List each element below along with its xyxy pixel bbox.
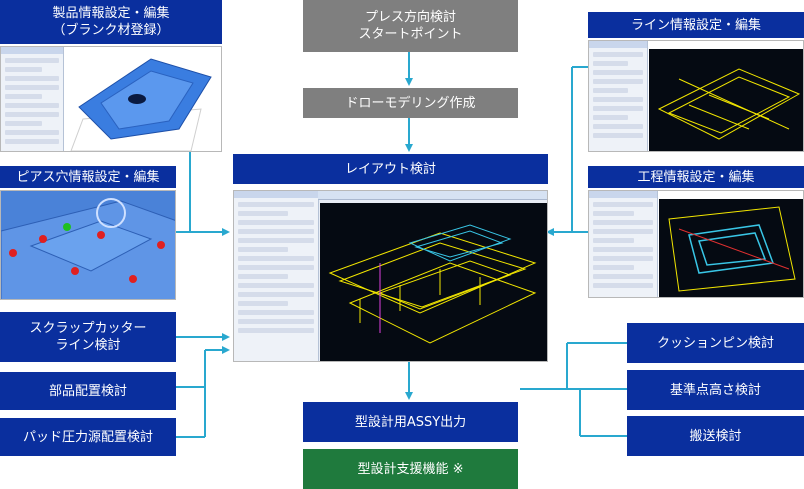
box-parts-layout: 部品配置検討 — [0, 372, 176, 410]
box-pierce-info: ピアス穴情報設定・編集 — [0, 166, 176, 188]
box-draw-modeling: ドローモデリング作成 — [303, 88, 518, 118]
cad-viewport — [320, 203, 547, 361]
box-transfer: 搬送検討 — [627, 416, 804, 456]
box-ref-height: 基準点高さ検討 — [627, 370, 804, 410]
line-settings-panel — [589, 41, 648, 151]
screenshot-process-info — [588, 190, 804, 298]
line-viewport — [649, 49, 803, 151]
box-cushion-pin: クッションピン検討 — [627, 323, 804, 363]
process-settings-panel — [589, 191, 658, 297]
box-product-info: 製品情報設定・編集 （ブランク材登録） — [0, 0, 222, 44]
screenshot-product-info — [0, 46, 222, 152]
layout-settings-panel — [234, 191, 319, 361]
cad-window-titlebar — [318, 191, 547, 200]
box-press-start: プレス方向検討 スタートポイント — [303, 0, 518, 52]
screenshot-line-info — [588, 40, 804, 152]
box-assy-output: 型設計用ASSY出力 — [303, 402, 518, 442]
box-pad-pressure: パッド圧力源配置検討 — [0, 418, 176, 456]
box-layout-study: レイアウト検討 — [233, 154, 548, 184]
blank-model-render — [70, 58, 212, 151]
box-design-support: 型設計支援機能 ※ — [303, 449, 518, 489]
settings-panel — [1, 47, 64, 151]
process-viewport — [659, 199, 803, 297]
box-process-info: 工程情報設定・編集 — [588, 166, 804, 188]
box-scrap-cutter: スクラップカッター ライン検討 — [0, 312, 176, 362]
screenshot-layout — [233, 190, 548, 362]
screenshot-pierce-info — [0, 190, 176, 300]
box-line-info: ライン情報設定・編集 — [588, 12, 804, 38]
pierce-model-render — [1, 191, 175, 299]
